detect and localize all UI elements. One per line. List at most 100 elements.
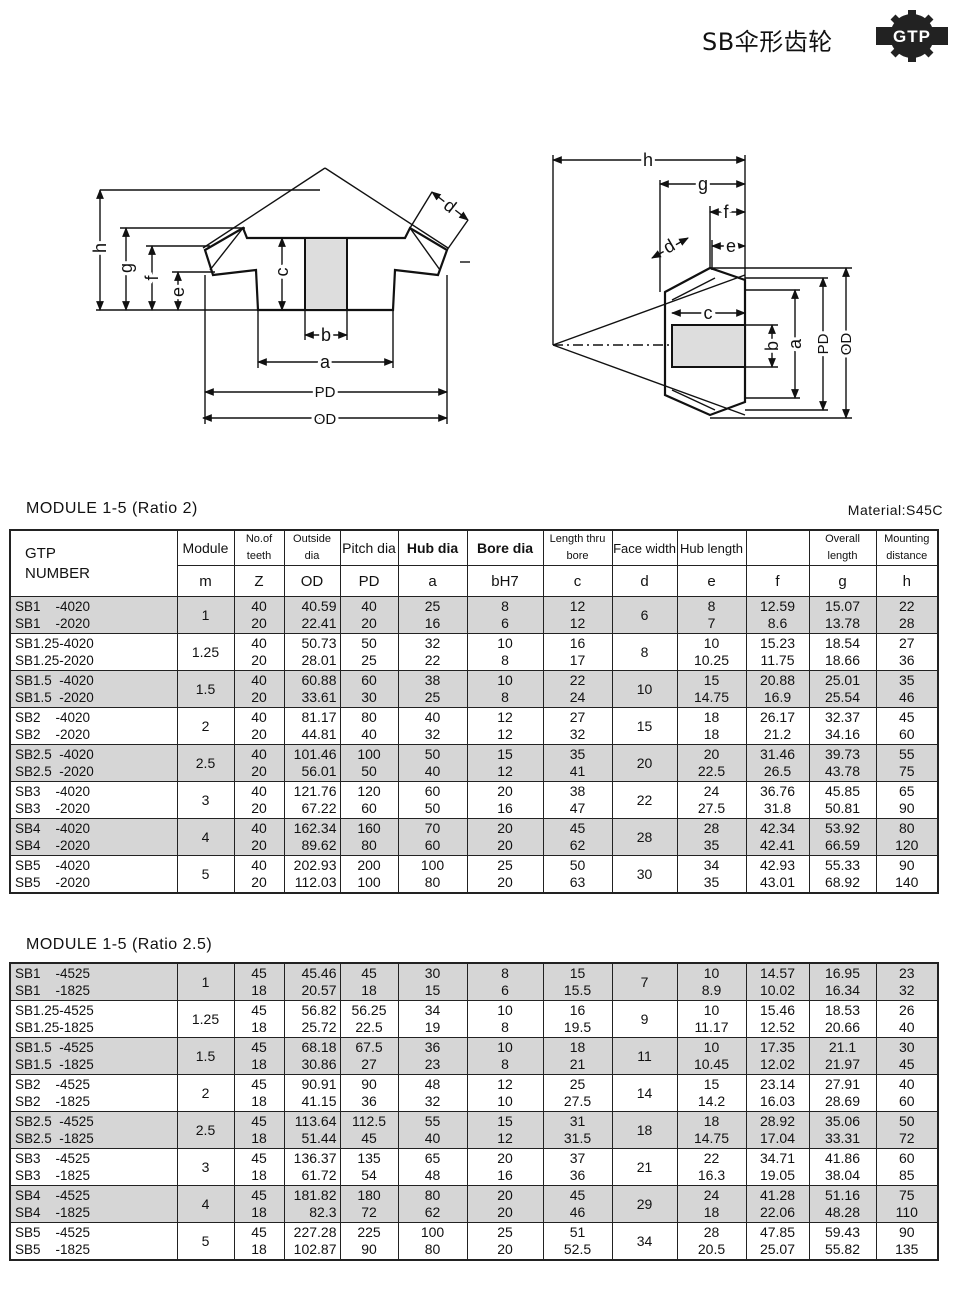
- cell-value: 48: [424, 1076, 441, 1092]
- gtp-number-header: GTP NUMBER: [9, 529, 178, 597]
- cell-value: 31.8: [763, 800, 792, 816]
- cell-value: 63: [569, 874, 586, 890]
- cell-value: 120: [357, 783, 381, 799]
- cell-value: 10: [703, 1039, 720, 1055]
- cell-value: SB1.5 -4020: [15, 673, 94, 688]
- cell-value: SB1.25-4525: [15, 1003, 94, 1018]
- cell-value: 10: [703, 965, 720, 981]
- cell-value: 33.61: [301, 689, 337, 705]
- cell-value: 100: [420, 1224, 445, 1240]
- cell-m: 5: [176, 1222, 235, 1261]
- col-header: Outside dia: [283, 529, 341, 566]
- cell-value: 12: [497, 1130, 513, 1146]
- cell-value: 17.35: [759, 1039, 796, 1055]
- cell-value: 8: [501, 652, 509, 668]
- cell-value: 15.23: [759, 635, 796, 651]
- cell-value: 15: [703, 1076, 720, 1092]
- cell-value: 22: [898, 598, 915, 614]
- cell-value: 18: [251, 1167, 267, 1183]
- cell-value: 80: [361, 709, 377, 725]
- cell-value: 20: [497, 1241, 513, 1257]
- cell-value: 19.05: [759, 1167, 796, 1183]
- col-symbol: h: [875, 565, 939, 597]
- cell-value: 45: [251, 1113, 267, 1129]
- cell-value: 20: [361, 615, 377, 631]
- svg-text:e: e: [168, 287, 188, 297]
- cell-value: 36.76: [759, 783, 796, 799]
- cell-value: 12: [497, 763, 513, 779]
- cell-value: 59.43: [824, 1224, 861, 1240]
- cell-value: 120: [895, 837, 919, 853]
- cell-d: 6: [611, 596, 678, 634]
- cell-value: 10.45: [693, 1056, 730, 1072]
- cell-value: 110: [895, 1204, 918, 1220]
- cell-value: 60: [424, 837, 441, 853]
- cell-value: 90: [898, 800, 915, 816]
- cell-value: 35.06: [824, 1113, 861, 1129]
- cell-value: 47.85: [759, 1224, 796, 1240]
- cell-value: 35: [703, 874, 720, 890]
- cell-value: 25.07: [759, 1241, 796, 1257]
- cell-value: 18: [703, 1113, 720, 1129]
- material-label: Material:S45C: [847, 502, 943, 518]
- cell-value: 20: [703, 746, 720, 762]
- svg-text:PD: PD: [315, 384, 336, 401]
- svg-text:OD: OD: [838, 333, 855, 356]
- cell-value: 20: [497, 1187, 513, 1203]
- cell-value: 27: [569, 709, 586, 725]
- cell-value: 60: [424, 783, 441, 799]
- cell-value: 18: [569, 1039, 586, 1055]
- cell-m: 1.25: [176, 633, 235, 671]
- col-header: [745, 529, 810, 566]
- cell-value: 22: [424, 652, 441, 668]
- cell-value: 112.03: [294, 874, 337, 890]
- cell-value: 10: [497, 1002, 513, 1018]
- svg-text:a: a: [320, 352, 331, 372]
- col-symbol: f: [745, 565, 810, 597]
- cell-value: 21.97: [824, 1056, 861, 1072]
- cell-m: 1.5: [176, 670, 235, 708]
- cell-m: 2: [176, 707, 235, 745]
- cell-value: 8: [501, 689, 509, 705]
- cell-value: 12.02: [759, 1056, 796, 1072]
- cell-value: 27.5: [563, 1093, 592, 1109]
- cell-value: 21: [569, 1056, 586, 1072]
- section-title-ratio-2: MODULE 1-5 (Ratio 2): [26, 500, 198, 517]
- cell-value: 8: [501, 965, 509, 981]
- cell-value: 20: [251, 652, 267, 668]
